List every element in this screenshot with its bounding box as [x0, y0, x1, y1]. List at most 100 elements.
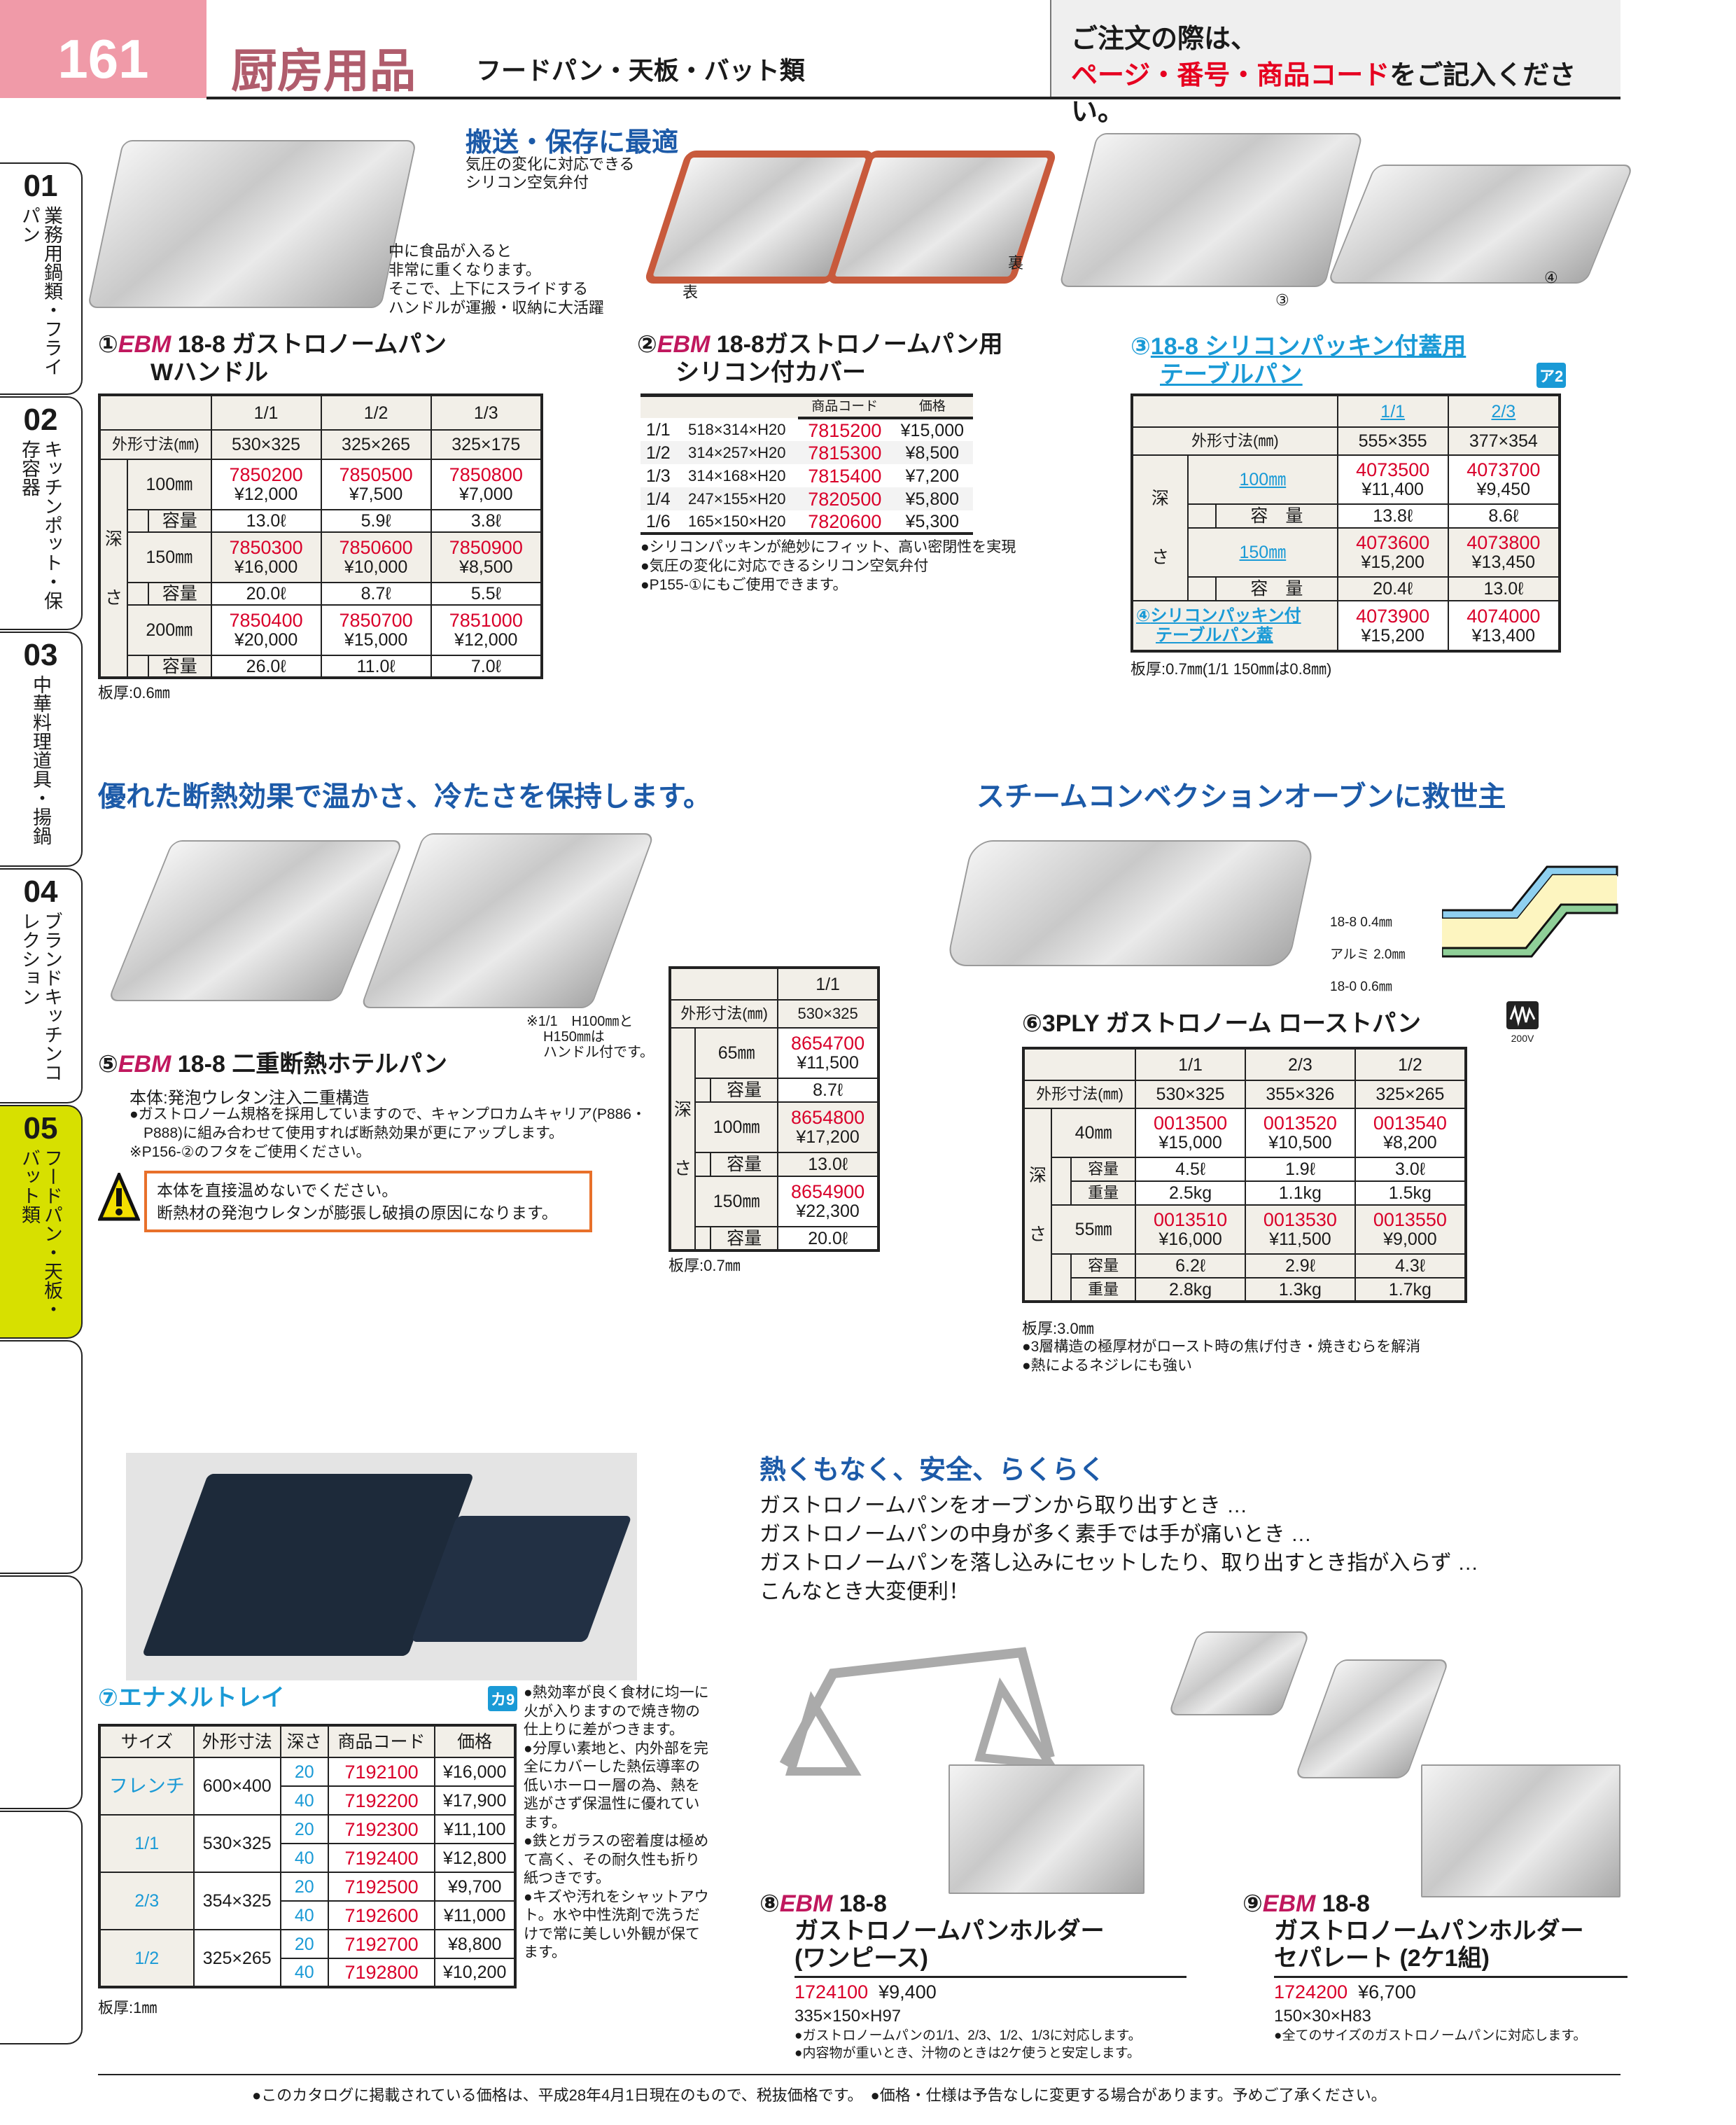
dim-value: 530×325 [210, 429, 322, 460]
table-cell: 354×325 [192, 1872, 281, 1930]
header-rule [206, 97, 1620, 99]
callout-line: ハンドルが運搬・収納に大活躍 [388, 299, 605, 316]
s5-body: 本体:発泡ウレタン注入二重構造 [130, 1089, 370, 1108]
table-cell: 1.3kg [1244, 1277, 1356, 1302]
table-cell: 0013510¥16,000 [1135, 1204, 1246, 1255]
table-cell: 1/1 [645, 419, 671, 440]
holder-headline: 熱くもなく、安全、らくらく [760, 1456, 1106, 1485]
text: ●熱効率が良く食材に均一に火が入りますので焼き物の仕上りに差がつきます。 [524, 1685, 709, 1738]
lid-link[interactable]: ④シリコンパッキン付テーブルパン蓋 [1131, 600, 1338, 652]
table-cell: 1.5kg [1354, 1180, 1467, 1206]
table-cell: 容量 [1070, 1253, 1137, 1279]
text: ガストロノームパンの中身が多く素手では手が痛いとき … [760, 1523, 1312, 1546]
table-cell [694, 1226, 712, 1251]
s6-title: ⑥3PLY ガストロノーム ローストパン [1022, 1010, 1421, 1038]
text: さ [674, 1158, 692, 1178]
notice-rest: をご記入ください。 [1071, 61, 1576, 127]
table-row: 商品コード価格 [640, 395, 973, 419]
layer-diagram [1442, 865, 1618, 958]
sidebar-tab-empty[interactable] [0, 1575, 83, 1809]
table-cell: 7820600 [808, 510, 882, 532]
text: ¥10,000 [344, 557, 408, 577]
table-cell: 100㎜ [694, 1101, 779, 1153]
table-cell [1022, 1047, 1137, 1081]
depth-link[interactable]: 100㎜ [1187, 454, 1338, 505]
text: ●熱によるネジレにも強い [1022, 1358, 1193, 1374]
table-cell: 外形寸法(㎜) [1131, 426, 1338, 456]
text: 深 [104, 529, 122, 549]
s1-note: 板厚:0.6㎜ [98, 684, 170, 702]
table-cell [127, 582, 149, 606]
col-header[interactable]: 2/3 [1447, 394, 1561, 428]
cap-value: 26.0ℓ [210, 655, 322, 678]
table-cell: 7192600 [327, 1900, 436, 1930]
tab-number: 03 [23, 638, 58, 672]
text: ③ [1130, 333, 1151, 360]
warning-icon [98, 1173, 140, 1221]
s3-title[interactable]: ③18-8 シリコンパッキン付蓋用テーブルパン [1130, 333, 1466, 389]
table-cell: 0013500¥15,000 [1135, 1108, 1246, 1158]
table-cell: 7815400 [808, 465, 882, 487]
sidebar-tab-empty[interactable] [0, 1340, 83, 1574]
table-cell: 3.0ℓ [1354, 1157, 1467, 1182]
table-cell [1131, 394, 1338, 428]
table-cell: 容 量 [1215, 503, 1338, 529]
s6-note: 板厚:3.0㎜ [1022, 1320, 1094, 1337]
col-header[interactable]: 1/1 [1336, 394, 1449, 428]
sidebar-tab-empty[interactable] [0, 1811, 83, 2044]
s5-note: 板厚:0.7㎜ [668, 1257, 741, 1274]
table-cell: ¥8,500 [905, 443, 960, 463]
text: 8654700 [791, 1033, 865, 1054]
text: ¥15,200 [1361, 552, 1424, 572]
dim-label: 外形寸法(㎜) [99, 429, 212, 460]
blank [99, 394, 212, 431]
table-cell: ¥7,200 [905, 466, 960, 486]
text: シリコン付カバー [676, 359, 866, 386]
text: テーブルパン蓋 [1156, 625, 1273, 645]
cap-label: 容量 [148, 582, 212, 606]
table-cell: 7192300 [327, 1814, 436, 1844]
table-cell: 0013520¥10,500 [1244, 1108, 1356, 1158]
cell: 7850500¥7,500 [320, 459, 432, 510]
table-cell: 325×265 [192, 1929, 281, 1988]
tab-number: 01 [23, 169, 58, 203]
cap-label: 容量 [148, 655, 212, 678]
table-cell: 40 [279, 1785, 329, 1816]
table-cell: 4.5ℓ [1135, 1157, 1246, 1182]
text: ¥15,000 [344, 630, 408, 650]
depth-link[interactable]: 150㎜ [1187, 527, 1338, 578]
text: ⑤ [98, 1051, 118, 1078]
text: ●ガストロノーム規格を採用していますので、キャンプロカムキャリア(P886・ [130, 1106, 646, 1122]
text: さ [1028, 1224, 1046, 1244]
text: ページ・番号・商品コードをご記入ください。 [1071, 57, 1620, 130]
s2-tagline: 搬送・保存に最適 [465, 128, 679, 158]
cell: 7850200¥12,000 [210, 459, 322, 510]
text: 18-8 二重断熱ホテルパン [171, 1051, 448, 1078]
text: ¥8,200 [1383, 1133, 1437, 1152]
table-cell: ¥9,700 [434, 1872, 516, 1902]
table-cell: 1/4 [645, 489, 671, 509]
cell: 7850900¥8,500 [430, 531, 543, 583]
text: 8654900 [791, 1181, 865, 1202]
table-cell: 7192500 [327, 1872, 436, 1902]
table-cell: 40 [279, 1843, 329, 1873]
text: 7850600 [339, 537, 413, 558]
table-cell: 7192200 [327, 1785, 436, 1816]
table-cell: 65㎜ [694, 1027, 779, 1079]
table-cell: 7192400 [327, 1843, 436, 1873]
